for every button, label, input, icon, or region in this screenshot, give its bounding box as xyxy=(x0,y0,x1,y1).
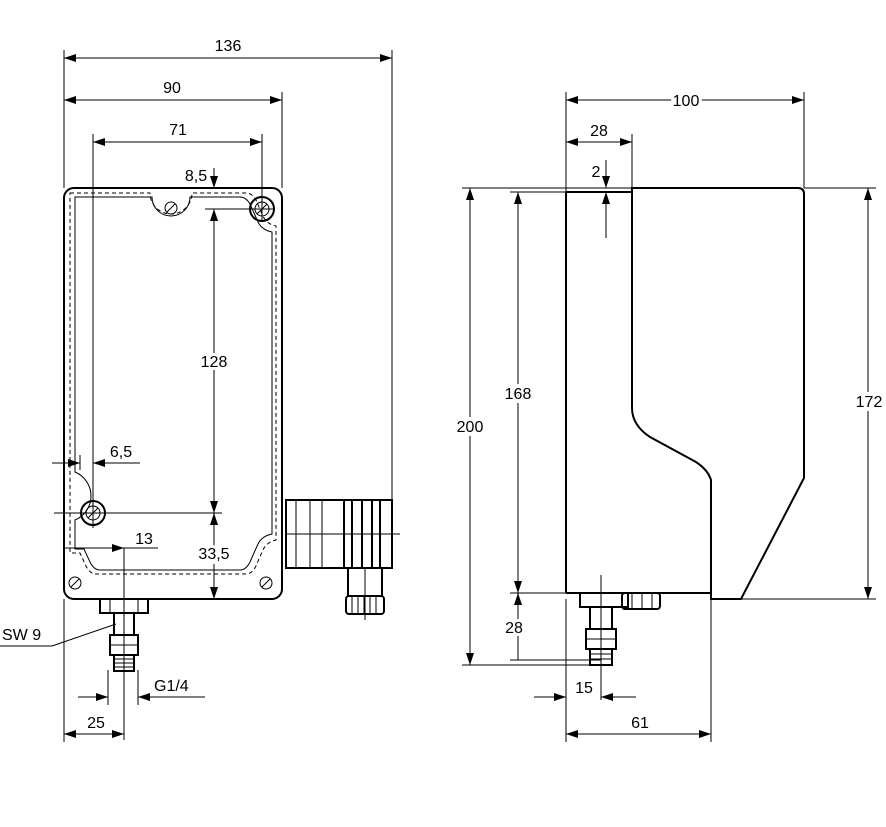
mounting-hole-top-center xyxy=(164,201,178,215)
dim-cover-offset: 2 xyxy=(592,160,610,238)
housing-outline xyxy=(63,187,283,600)
dim-body-width: 90 xyxy=(64,80,283,188)
dim-label-100: 100 xyxy=(673,93,700,110)
dim-label-2: 2 xyxy=(592,164,601,181)
dim-overall-height: 200 xyxy=(453,187,632,666)
housing-gasket-dashed xyxy=(69,192,277,575)
dim-body-height: 168 xyxy=(501,191,566,594)
dim-label-25: 25 xyxy=(87,715,105,732)
dim-label-6-5: 6,5 xyxy=(110,444,132,461)
housing-side-outline xyxy=(566,187,805,600)
dim-label-28-top: 28 xyxy=(590,123,608,140)
side-view: 100 28 2 200 xyxy=(453,90,886,742)
dim-label-136: 136 xyxy=(215,38,242,55)
dim-label-15: 15 xyxy=(575,680,593,697)
dim-hole-offset-x: 6,5 xyxy=(52,444,140,470)
dim-label-28-bottom: 28 xyxy=(505,620,523,637)
dim-overall-depth: 100 xyxy=(565,90,805,192)
dim-port-height: 28 xyxy=(502,592,601,661)
dim-label-71: 71 xyxy=(169,122,187,139)
dim-label-90: 90 xyxy=(163,80,181,97)
dim-label-128: 128 xyxy=(201,354,228,371)
dim-label-172: 172 xyxy=(856,394,883,411)
dim-rear-height: 172 xyxy=(741,187,886,600)
dim-side-port-offset: 15 xyxy=(534,599,636,742)
dim-label-33-5: 33,5 xyxy=(198,546,229,563)
dim-base-depth: 61 xyxy=(566,599,712,742)
callout-wrench-size: SW 9 xyxy=(0,623,117,647)
dim-port-offset: 25 xyxy=(63,599,124,742)
screw-bottom-left xyxy=(68,576,82,590)
dim-label-8-5: 8,5 xyxy=(185,168,207,185)
dim-label-61: 61 xyxy=(631,715,649,732)
connector-plug xyxy=(285,499,400,620)
dim-overall-width: 136 xyxy=(63,38,393,500)
dim-cover-step: 28 xyxy=(566,123,633,188)
dim-label-168: 168 xyxy=(505,386,532,403)
callout-label-sw9: SW 9 xyxy=(2,627,41,644)
dim-thread: G1/4 xyxy=(78,670,205,705)
pressure-port-side xyxy=(579,592,661,666)
front-view: 136 90 71 8,5 xyxy=(0,38,400,742)
dim-top-hole-offset: 8,5 xyxy=(185,168,250,210)
screw-bottom-right xyxy=(259,576,273,590)
dim-label-200: 200 xyxy=(457,419,484,436)
dim-label-13: 13 xyxy=(135,531,153,548)
dim-hole-spacing-x: 71 xyxy=(92,122,263,498)
callout-label-g14: G1/4 xyxy=(154,678,189,695)
housing-inner-outline xyxy=(74,196,273,571)
dim-hole-spacing-y: 128 xyxy=(105,209,230,514)
dim-side-offset: 13 xyxy=(64,531,158,552)
dim-bottom-offset: 33,5 xyxy=(195,513,233,599)
